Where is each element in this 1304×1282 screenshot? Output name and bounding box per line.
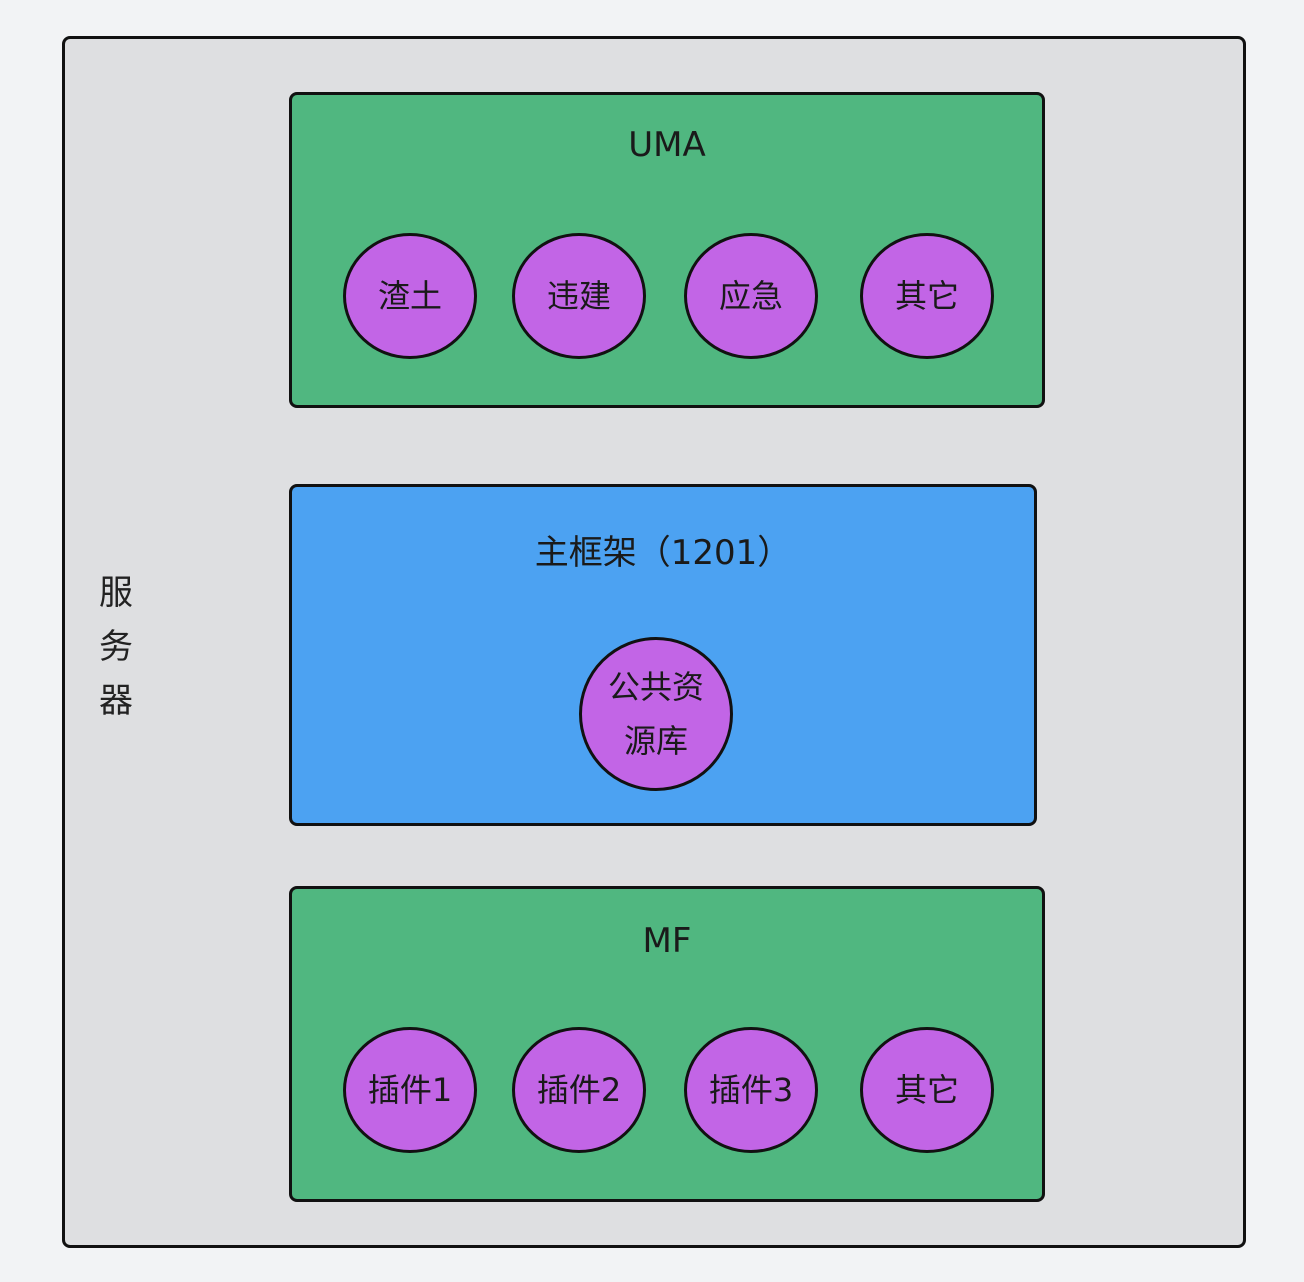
mf-node: 插件1 — [343, 1027, 477, 1153]
shared-resource-label: 公共资源库 — [607, 668, 704, 760]
uma-node: 应急 — [684, 233, 818, 359]
uma-node: 违建 — [512, 233, 646, 359]
mf-node-label: 插件3 — [708, 1071, 794, 1109]
mf-node-label: 插件2 — [536, 1071, 622, 1109]
uma-node: 渣土 — [343, 233, 477, 359]
server-label: 服 务 器 — [99, 573, 133, 721]
uma-title: UMA — [628, 125, 706, 165]
uma-node-label: 渣土 — [377, 277, 442, 315]
uma-node-label: 违建 — [546, 277, 611, 315]
mf-node: 插件3 — [684, 1027, 818, 1153]
shared-resource-node: 公共资源库 — [579, 637, 733, 791]
mf-title: MF — [642, 921, 692, 961]
main-frame-title: 主框架（1201） — [534, 533, 792, 573]
mf-node-label: 其它 — [894, 1071, 959, 1109]
uma-node-label: 其它 — [894, 277, 959, 315]
mf-node-label: 插件1 — [367, 1071, 453, 1109]
mf-node: 其它 — [860, 1027, 994, 1153]
uma-node-label: 应急 — [718, 277, 783, 315]
mf-node: 插件2 — [512, 1027, 646, 1153]
uma-node: 其它 — [860, 233, 994, 359]
